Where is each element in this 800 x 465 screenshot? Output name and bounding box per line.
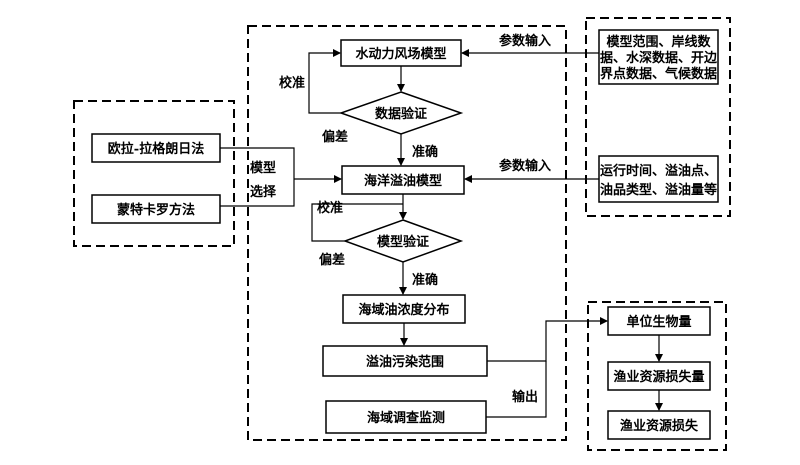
method-frame	[73, 100, 235, 247]
label-accurate-2: 准确	[412, 272, 438, 288]
edge-calibrate-1	[308, 49, 341, 114]
params-env-line-3: 界点数据、气候数据	[600, 66, 717, 82]
oil-spill-model-label: 海洋溢油模型	[364, 173, 442, 189]
survey-monitoring-label: 海域调查监测	[367, 410, 445, 426]
edge-calibrate-2	[311, 203, 403, 242]
fishery-loss-node	[607, 410, 711, 440]
euler-lagrange-label: 欧拉-拉格朗日法	[108, 141, 204, 157]
params-env-node	[598, 29, 719, 85]
edge-output-survey	[486, 361, 547, 418]
unit-biomass-node	[607, 306, 711, 336]
model-validation-label: 模型验证	[377, 234, 429, 250]
hydro-model-node	[340, 39, 462, 67]
unit-biomass-label: 单位生物量	[626, 314, 691, 330]
pollution-range-label: 溢油污染范围	[366, 354, 444, 370]
hydro-model-label: 水动力风场模型	[355, 46, 446, 62]
survey-monitoring-node	[325, 400, 487, 434]
params-env-line-1: 模型范围、岸线数	[606, 34, 711, 50]
fishery-loss-label: 渔业资源损失	[620, 418, 699, 434]
input-frame	[585, 17, 731, 217]
label-model-select-1: 模型	[250, 160, 276, 176]
main-process-frame	[247, 25, 567, 441]
params-spill-line-1: 运行时间、溢油点、	[600, 163, 717, 179]
data-validation-label: 数据验证	[375, 106, 427, 122]
params-spill-node	[598, 155, 719, 203]
label-accurate-1: 准确	[412, 144, 438, 160]
loss-frame	[587, 301, 727, 451]
monte-carlo-node	[91, 194, 221, 224]
label-deviation-1: 偏差	[322, 129, 348, 145]
oil-concentration-label: 海域油浓度分布	[358, 302, 449, 318]
fishery-loss-amount-label: 渔业资源损失量	[613, 369, 704, 385]
params-spill-line-2: 油品类型、溢油量等	[600, 182, 717, 198]
label-model-select-2: 选择	[250, 184, 277, 200]
edge-output-range	[487, 317, 608, 362]
label-calibrate-1: 校准	[279, 75, 305, 91]
label-output: 输出	[512, 389, 538, 405]
label-deviation-2: 偏差	[319, 252, 345, 268]
label-calibrate-2: 校准	[317, 200, 343, 216]
edge-model-select-bracket	[220, 147, 295, 207]
fishery-loss-amount-node	[607, 361, 711, 391]
monte-carlo-label: 蒙特卡罗方法	[117, 202, 195, 218]
label-param-input-2: 参数输入	[499, 158, 551, 174]
label-param-input-1: 参数输入	[499, 33, 551, 49]
params-env-line-2: 据、水深数据、开边	[600, 50, 718, 66]
